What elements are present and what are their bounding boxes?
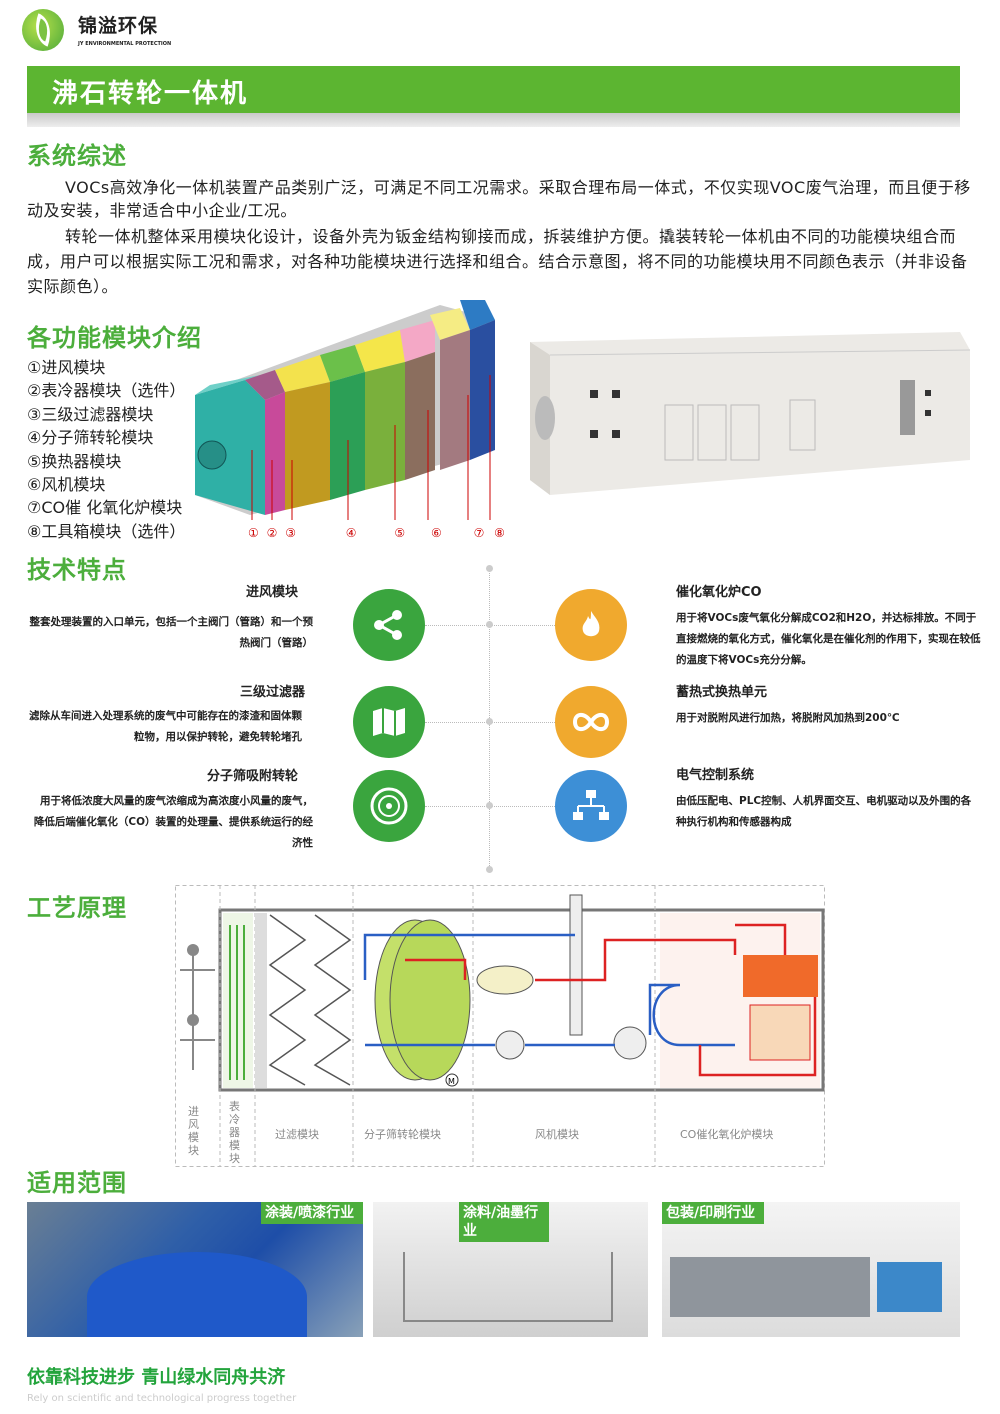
application-label: 包装/印刷行业 [662,1202,764,1224]
module-item: ①进风模块 [27,358,106,377]
map-icon [353,686,425,758]
module-item: ②表冷器模块（选件） [27,381,186,401]
feature-item: 电气控制系统 由低压配电、PLC控制、人机界面交互、电机驱动以及外围的各种执行机… [676,767,981,833]
feature-item: 蓄热式换热单元 用于对脱附风进行加热，将脱附风加热到200℃ [676,684,981,767]
flame-icon [555,589,627,661]
module-item: ⑧工具箱模块（选件） [27,521,186,541]
feature-desc: 用于将VOCs废气氧化分解成CO2和H2O，并达标排放。不同于直接燃烧的氧化方式… [676,612,981,666]
marker: ① [248,526,259,540]
overview-paragraph-2: 转轮一体机整体采用模块化设计，设备外壳为钣金结构铆接而成，拆装维护方便。撬装转轮… [27,227,968,296]
process-label-co: CO催化氧化炉模块 [680,1128,774,1141]
applications-heading: 适用范围 [27,1169,127,1197]
application-label: 涂料/油墨行业 [459,1202,549,1242]
module-item: ⑤换热器模块 [27,451,122,471]
marker: ⑥ [430,526,442,540]
page-title: 沸石转轮一体机 [27,66,960,113]
overview-text: VOCs高效净化一体机装置产品类别广泛，可满足不同工况需求。采取合理布局一体式，… [27,176,982,299]
process-label-inlet: 进风模块 [188,1105,199,1157]
brand-name-en: JY ENVIRONMENTAL PROTECTION [78,41,172,47]
modules-heading: 各功能模块介绍 [27,324,202,352]
application-label: 涂装/喷漆行业 [261,1202,363,1224]
feature-title: 三级过滤器 [239,685,305,700]
timeline-dot [486,866,493,873]
marker: ④ [345,526,357,540]
application-photo-printing: 包装/印刷行业 [662,1202,960,1337]
marker: ⑤ [394,526,406,540]
module-markers: ① ② ③ ④ ⑤ ⑥ ⑦ ⑧ [248,526,505,540]
timeline-dot [486,718,493,725]
motor-label: M [448,1077,455,1086]
application-photo-painting: 涂装/喷漆行业 [27,1202,363,1337]
timeline-dot [486,802,493,809]
process-heading: 工艺原理 [27,894,127,922]
module-item: ⑥风机模块 [27,475,106,495]
network-icon [555,770,627,842]
process-diagram: M [175,885,825,1167]
feature-item: 催化氧化炉CO 用于将VOCs废气氧化分解成CO2和H2O，并达标排放。不同于直… [676,584,981,684]
feature-desc: 整套处理装置的入口单元，包括一个主阀门（管路）和一个预热阀门（管路） [29,616,314,649]
feature-desc: 滤除从车间进入处理系统的废气中可能存在的漆渣和固体颗粒物，用以保护转轮，避免转轮… [29,710,302,743]
product-photo [530,332,971,495]
cycle-icon [555,686,627,758]
marker: ③ [285,526,296,540]
marker: ⑦ [473,526,485,540]
feature-desc: 用于对脱附风进行加热，将脱附风加热到200℃ [676,712,900,724]
footer-slogan-en: Rely on scientific and technological pro… [27,1393,297,1404]
disc-icon [353,770,425,842]
process-label-cooler: 表冷器模块 [229,1100,240,1165]
marker: ② [266,526,278,540]
feature-desc: 用于将低浓度大风量的废气浓缩成为高浓度小风量的废气，降低后端催化氧化（CO）装置… [33,795,313,849]
overview-heading: 系统综述 [27,142,127,170]
footer-slogan: 依靠科技进步 青山绿水同舟共济 [27,1367,286,1388]
feature-title: 分子筛吸附转轮 [206,769,298,784]
feature-title: 电气控制系统 [676,768,755,783]
process-label-fan: 风机模块 [535,1128,579,1141]
feature-title: 催化氧化炉CO [676,585,762,600]
process-label-filter: 过滤模块 [275,1128,319,1141]
module-item: ③三级过滤器模块 [27,404,154,424]
marker: ⑧ [494,526,505,540]
feature-title: 进风模块 [245,585,298,600]
module-item: ⑦CO催 化氧化炉模块 [27,498,183,518]
feature-title: 蓄热式换热单元 [676,685,768,700]
feature-item: 三级过滤器 滤除从车间进入处理系统的废气中可能存在的漆渣和固体颗粒物，用以保护转… [20,684,313,768]
features-left-column: 进风模块 整套处理装置的入口单元，包括一个主阀门（管路）和一个预热阀门（管路） … [20,584,313,854]
application-photo-coating: 涂料/油墨行业 [373,1202,648,1337]
timeline-dot [486,621,493,628]
share-icon [353,589,425,661]
timeline-dot [486,565,493,572]
features-heading: 技术特点 [27,556,127,584]
process-label-rotor: 分子筛转轮模块 [364,1128,441,1141]
overview-paragraph-1: VOCs高效净化一体机装置产品类别广泛，可满足不同工况需求。采取合理布局一体式，… [27,178,971,220]
module-diagram [195,300,495,520]
module-item: ④分子筛转轮模块 [27,428,154,448]
feature-item: 进风模块 整套处理装置的入口单元，包括一个主阀门（管路）和一个预热阀门（管路） [20,584,314,684]
module-list: ①进风模块 ②表冷器模块（选件） ③三级过滤器模块 ④分子筛转轮模块 ⑤换热器模… [27,356,185,543]
feature-item: 分子筛吸附转轮 用于将低浓度大风量的废气浓缩成为高浓度小风量的废气，降低后端催化… [20,768,313,854]
brand-name: 锦溢环保 [78,15,159,37]
feature-desc: 由低压配电、PLC控制、人机界面交互、电机驱动以及外围的各种执行机构和传感器构成 [676,795,972,828]
banner-shadow [27,113,960,127]
features-right-column: 催化氧化炉CO 用于将VOCs废气氧化分解成CO2和H2O，并达标排放。不同于直… [676,584,981,833]
